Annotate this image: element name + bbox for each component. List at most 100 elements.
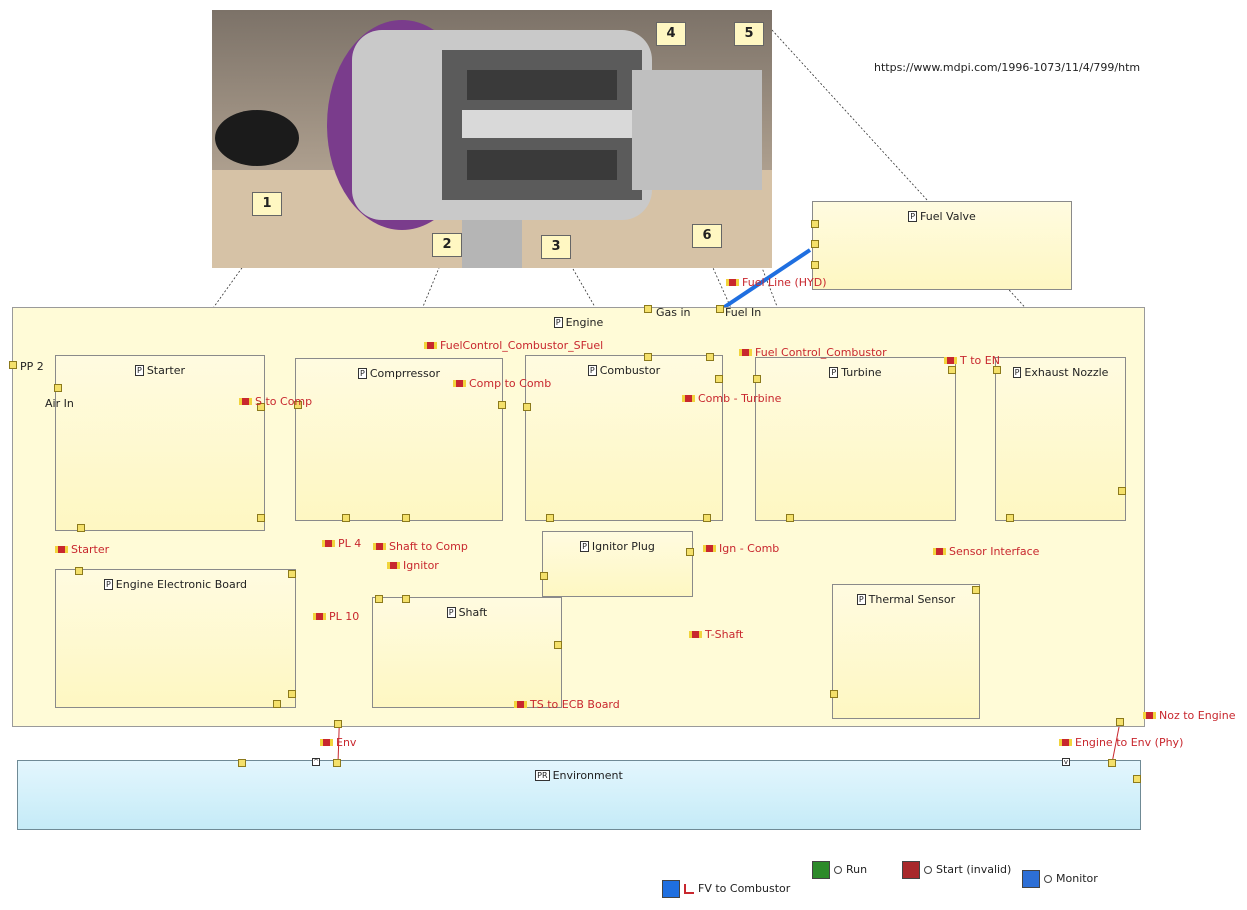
legend-fv-to-combustor[interactable]: FV to Combustor	[662, 880, 790, 898]
port-air-in[interactable]	[54, 384, 62, 392]
run-button[interactable]: Run	[812, 861, 867, 879]
connector-s-to-comp[interactable]: S to Comp	[239, 395, 312, 408]
link-icon	[924, 866, 932, 874]
connector-ign-comb[interactable]: Ign - Comb	[703, 542, 779, 555]
port[interactable]	[1116, 718, 1124, 726]
connector-icon	[387, 562, 400, 569]
connector-ignitor[interactable]: Ignitor	[387, 559, 439, 572]
connector-t-to-en[interactable]: T to EN	[944, 354, 1000, 367]
port[interactable]	[540, 572, 548, 580]
monitor-label: Monitor	[1056, 872, 1098, 885]
connector-sensor-interface[interactable]: Sensor Interface	[933, 545, 1039, 558]
connector-env[interactable]: Env	[320, 736, 356, 749]
part-tag-icon: P	[1013, 367, 1022, 378]
port[interactable]	[830, 690, 838, 698]
exhaust-nozzle-title: Exhaust Nozzle	[1024, 366, 1108, 379]
ignitor-plug-block[interactable]: PIgnitor Plug	[542, 531, 693, 597]
environment-block[interactable]: PREnvironment	[17, 760, 1141, 830]
combustor-block[interactable]: PCombustor	[525, 355, 723, 521]
turbine-block[interactable]: PTurbine	[755, 357, 956, 521]
port[interactable]	[786, 514, 794, 522]
connector-icon	[1059, 739, 1072, 746]
port[interactable]	[1118, 487, 1126, 495]
port[interactable]	[546, 514, 554, 522]
fuel-valve-port-2[interactable]	[811, 240, 819, 248]
connector-noz-to-engine[interactable]: Noz to Engine	[1143, 709, 1235, 722]
port[interactable]	[1133, 775, 1141, 783]
port[interactable]	[554, 641, 562, 649]
port[interactable]	[1006, 514, 1014, 522]
connector-comp-to-comb[interactable]: Comp to Comb	[453, 377, 551, 390]
port[interactable]	[706, 353, 714, 361]
toggle-down-icon[interactable]: v	[1062, 758, 1070, 766]
port[interactable]	[1108, 759, 1116, 767]
exhaust-nozzle-block[interactable]: PExhaust Nozzle	[995, 357, 1126, 521]
engine-electronic-board-block[interactable]: PEngine Electronic Board	[55, 569, 296, 708]
port[interactable]	[948, 366, 956, 374]
start-button[interactable]: Start (invalid)	[902, 861, 1011, 879]
port[interactable]	[753, 375, 761, 383]
port[interactable]	[993, 366, 1001, 374]
connector-comb-turbine[interactable]: Comb - Turbine	[682, 392, 781, 405]
port[interactable]	[257, 514, 265, 522]
connector-fuel-control-combustor[interactable]: Fuel Control_Combustor	[739, 346, 887, 359]
port[interactable]	[686, 548, 694, 556]
thermal-sensor-title: Thermal Sensor	[869, 593, 956, 606]
connector-starter[interactable]: Starter	[55, 543, 109, 556]
connector-fc-sfuel[interactable]: FuelControl_Combustor_SFuel	[424, 339, 603, 352]
port[interactable]	[703, 514, 711, 522]
connector-pl4[interactable]: PL 4	[322, 537, 361, 550]
toggle-up-icon[interactable]: ^	[312, 758, 320, 766]
thermal-sensor-block[interactable]: PThermal Sensor	[832, 584, 980, 719]
port[interactable]	[273, 700, 281, 708]
connector-icon	[682, 395, 695, 402]
legend-label: FV to Combustor	[698, 882, 790, 895]
connector-pl10[interactable]: PL 10	[313, 610, 359, 623]
monitor-button[interactable]: Monitor	[1022, 870, 1098, 888]
connector-label: Ign - Comb	[719, 542, 779, 555]
combustor-title: Combustor	[600, 364, 660, 377]
connector-label: T to EN	[960, 354, 1000, 367]
callout-2: 2	[432, 233, 462, 257]
port[interactable]	[375, 595, 383, 603]
port[interactable]	[288, 570, 296, 578]
connector-label: Ignitor	[403, 559, 439, 572]
port[interactable]	[334, 720, 342, 728]
label-fuel-in: Fuel In	[725, 306, 761, 319]
part-tag-icon: P	[135, 365, 144, 376]
connector-ts-to-ecb[interactable]: TS to ECB Board	[514, 698, 620, 711]
fuel-valve-port-1[interactable]	[811, 220, 819, 228]
start-icon	[902, 861, 920, 879]
starter-block[interactable]: PStarter	[55, 355, 265, 531]
port-pp2[interactable]	[9, 361, 17, 369]
port[interactable]	[972, 586, 980, 594]
connector-t-shaft[interactable]: T-Shaft	[689, 628, 743, 641]
fuel-valve-port-3[interactable]	[811, 261, 819, 269]
fuel-valve-block[interactable]: PFuel Valve	[812, 201, 1072, 290]
fuel-valve-title: Fuel Valve	[920, 210, 976, 223]
port[interactable]	[402, 514, 410, 522]
part-tag-icon: P	[554, 317, 563, 328]
connector-label: PL 10	[329, 610, 359, 623]
port[interactable]	[523, 403, 531, 411]
shaft-block[interactable]: PShaft	[372, 597, 562, 708]
port-fuel-in[interactable]	[716, 305, 724, 313]
port-gas-in[interactable]	[644, 305, 652, 313]
port[interactable]	[77, 524, 85, 532]
port[interactable]	[715, 375, 723, 383]
port[interactable]	[644, 353, 652, 361]
port[interactable]	[342, 514, 350, 522]
port[interactable]	[75, 567, 83, 575]
connector-engine-to-env[interactable]: Engine to Env (Phy)	[1059, 736, 1183, 749]
connector-label: Sensor Interface	[949, 545, 1039, 558]
port[interactable]	[498, 401, 506, 409]
connector-fuel-line[interactable]: Fuel Line (HYD)	[726, 276, 826, 289]
connector-label: S to Comp	[255, 395, 312, 408]
port[interactable]	[288, 690, 296, 698]
connector-icon	[453, 380, 466, 387]
connector-icon	[55, 546, 68, 553]
port[interactable]	[402, 595, 410, 603]
port[interactable]	[238, 759, 246, 767]
connector-shaft-to-comp[interactable]: Shaft to Comp	[373, 540, 468, 553]
port[interactable]	[333, 759, 341, 767]
